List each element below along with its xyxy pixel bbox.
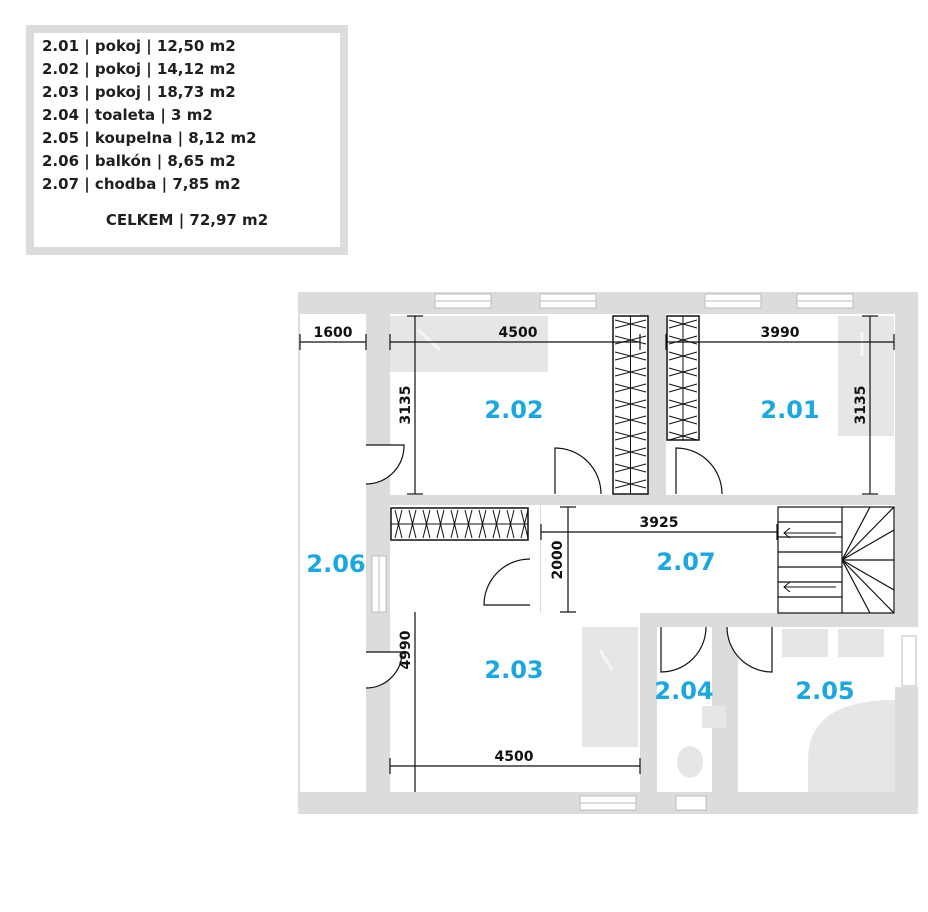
dim-hall-width: 2000 <box>550 540 566 579</box>
dim-201-width: 3990 <box>761 325 800 341</box>
door-203 <box>483 558 531 606</box>
room-label-202: 2.02 <box>484 396 543 424</box>
room-label-206: 2.06 <box>306 550 365 578</box>
dim-202-depth: 3135 <box>398 386 414 425</box>
sink-a <box>782 629 828 657</box>
bed-203 <box>582 627 638 747</box>
room-label-203: 2.03 <box>484 656 543 684</box>
bed-202 <box>390 316 548 372</box>
sink-b <box>838 629 884 657</box>
bed-201 <box>838 316 894 436</box>
room-legend: 2.01 | pokoj | 12,50 m2 2.02 | pokoj | 1… <box>26 25 348 255</box>
legend-row-204: 2.04 | toaleta | 3 m2 <box>42 106 213 124</box>
dim-balcony-width: 1600 <box>314 325 353 341</box>
legend-row-202: 2.02 | pokoj | 14,12 m2 <box>42 60 236 78</box>
window-mullions <box>378 300 853 804</box>
shower <box>808 700 895 792</box>
dimension-lines <box>299 315 895 792</box>
dim-201-depth: 3135 <box>853 386 869 425</box>
dim-203-depth: 4990 <box>398 630 414 669</box>
legend-row-205: 2.05 | koupelna | 8,12 m2 <box>42 129 257 147</box>
legend-row-207: 2.07 | chodba | 7,85 m2 <box>42 175 241 193</box>
dim-202-width: 4500 <box>499 325 538 341</box>
door-206-upper <box>365 444 405 485</box>
toilet-bowl <box>677 746 703 778</box>
staircase <box>777 506 895 614</box>
stair-arrows <box>783 527 836 593</box>
floor-206 <box>300 314 366 792</box>
legend-total: CELKEM | 72,97 m2 <box>105 211 269 229</box>
legend-row-206: 2.06 | balkón | 8,65 m2 <box>42 152 236 170</box>
legend-row-203: 2.03 | pokoj | 18,73 m2 <box>42 83 236 101</box>
door-206-lower <box>365 651 403 689</box>
room-label-207: 2.07 <box>656 548 715 576</box>
legend-row-201: 2.01 | pokoj | 12,50 m2 <box>42 37 236 55</box>
window-205 <box>901 635 917 687</box>
door-204 <box>660 626 707 673</box>
wardrobe-hatching <box>391 316 698 539</box>
toilet-tank <box>702 706 726 728</box>
room-label-204: 2.04 <box>654 677 713 705</box>
door-205 <box>726 626 773 673</box>
doors <box>365 444 773 689</box>
furniture <box>390 316 895 792</box>
window-204 <box>675 795 707 811</box>
floor-207-a <box>541 505 777 613</box>
dim-hall-length: 3925 <box>640 515 679 531</box>
door-202 <box>554 447 602 495</box>
room-label-201: 2.01 <box>760 396 819 424</box>
dim-203-width: 4500 <box>495 749 534 765</box>
room-label-205: 2.05 <box>795 677 854 705</box>
pillow-marks <box>416 328 864 671</box>
door-201 <box>675 447 723 495</box>
